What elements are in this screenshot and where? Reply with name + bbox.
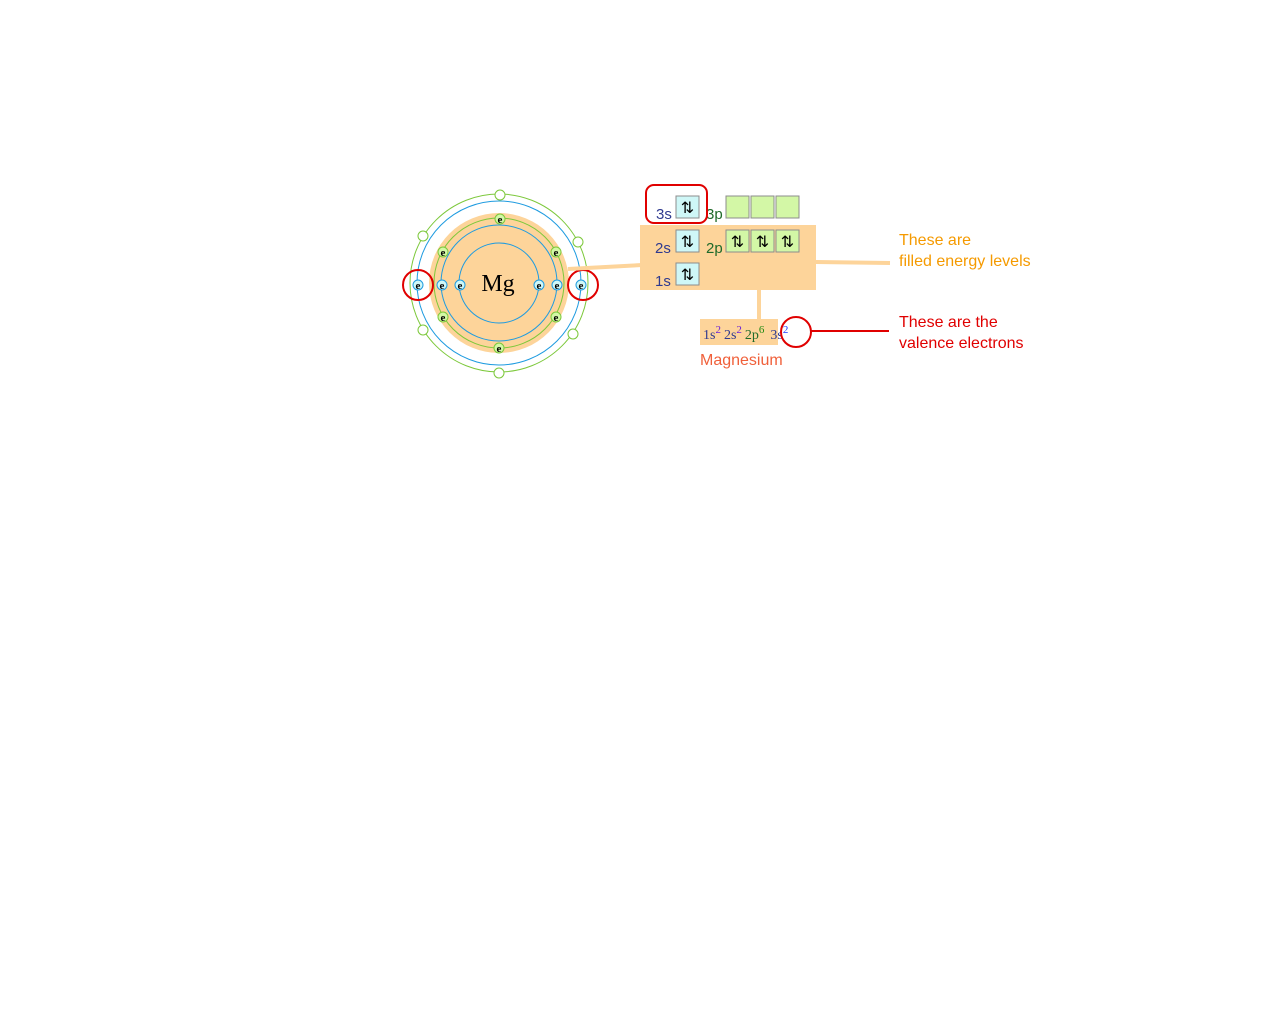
- empty-electron-slot: [567, 328, 579, 340]
- electron-pair-arrows: ⇅: [756, 234, 769, 251]
- orbital-box-diagram: 3s ⇅ 3p 2s ⇅ 2p ⇅ ⇅ ⇅ 1s ⇅: [640, 184, 816, 290]
- filled-levels-annotation-line2: filled energy levels: [899, 253, 1031, 270]
- core-configuration-highlight: [700, 319, 778, 345]
- svg-text:e: e: [458, 280, 463, 292]
- electron-pair-arrows: ⇅: [731, 234, 744, 251]
- orbital-box-1s: [675, 262, 700, 286]
- electron: e: [454, 279, 466, 292]
- valence-annotation-line1: These are the: [899, 314, 998, 331]
- electron: e: [494, 213, 506, 226]
- electron-pair-arrows: ⇅: [781, 234, 794, 251]
- valence-electron: e: [412, 279, 424, 292]
- orbital-box-3s: [675, 195, 700, 219]
- svg-text:e: e: [416, 280, 421, 292]
- svg-text:e: e: [579, 280, 584, 292]
- electron: e: [551, 279, 563, 292]
- empty-electron-slot: [417, 324, 429, 336]
- orbital-row-2: 2s ⇅ 2p ⇅ ⇅ ⇅: [655, 229, 800, 257]
- orbital-label-2p: 2p: [706, 240, 723, 257]
- svg-text:e: e: [554, 312, 559, 324]
- shell-2-electrons: e e e e e e e: [436, 213, 563, 355]
- empty-electron-slot: [493, 367, 505, 379]
- electron: e: [436, 279, 448, 292]
- orbital-box-2p-3: [775, 229, 800, 253]
- valence-annotation-line2: valence electrons: [899, 335, 1024, 352]
- orbital-box-3p-3: [775, 195, 800, 219]
- orbital-row-3s: 3s ⇅ 3p: [656, 195, 800, 223]
- valence-highlight-circle-left: [402, 269, 434, 301]
- shell-3-electrons: e e: [412, 189, 587, 379]
- filled-core-highlight: [429, 213, 569, 353]
- orbital-label-3s: 3s: [656, 206, 672, 223]
- svg-text:e: e: [497, 343, 502, 355]
- element-name: Magnesium: [700, 352, 783, 369]
- filled-levels-annotation-line1: These are: [899, 232, 971, 249]
- orbital-box-3p-2: [750, 195, 775, 219]
- filled-levels-connector: [815, 260, 891, 265]
- bohr-atom-model: Mg e e e e e: [402, 189, 599, 379]
- valence-orbital-highlight: [645, 184, 708, 224]
- electron: e: [533, 279, 545, 292]
- element-symbol: Mg: [481, 271, 514, 297]
- orbital-label-3p: 3p: [706, 206, 723, 223]
- svg-text:e: e: [441, 312, 446, 324]
- electron-pair-arrows: ⇅: [681, 267, 694, 284]
- electron-pair-arrows: ⇅: [681, 234, 694, 251]
- orbital-label-1s: 1s: [655, 273, 671, 290]
- orbital-label-2s: 2s: [655, 240, 671, 257]
- orbital-box-2p-1: [725, 229, 750, 253]
- svg-text:e: e: [555, 280, 560, 292]
- electron: e: [493, 342, 505, 355]
- orbital-box-3p-1: [725, 195, 750, 219]
- annotations: These are filled energy levels These are…: [899, 232, 1031, 352]
- svg-text:e: e: [537, 280, 542, 292]
- empty-electron-slot: [417, 230, 429, 242]
- electron-pair-arrows: ⇅: [681, 200, 694, 217]
- electron: e: [437, 311, 449, 324]
- svg-text:e: e: [441, 247, 446, 259]
- electron: e: [550, 246, 562, 259]
- shell-1-electrons: e e: [454, 279, 545, 292]
- orbital-row-1s: 1s ⇅: [655, 262, 700, 290]
- electron: e: [437, 246, 449, 259]
- empty-electron-slot: [572, 236, 584, 248]
- orbital-box-2s: [675, 229, 700, 253]
- core-connector-line: [567, 263, 643, 271]
- orbital-box-2p-2: [750, 229, 775, 253]
- valence-electron: e: [575, 279, 587, 292]
- empty-electron-slot: [494, 189, 506, 201]
- svg-text:e: e: [440, 280, 445, 292]
- electron: e: [550, 311, 562, 324]
- svg-text:e: e: [554, 247, 559, 259]
- svg-text:e: e: [498, 214, 503, 226]
